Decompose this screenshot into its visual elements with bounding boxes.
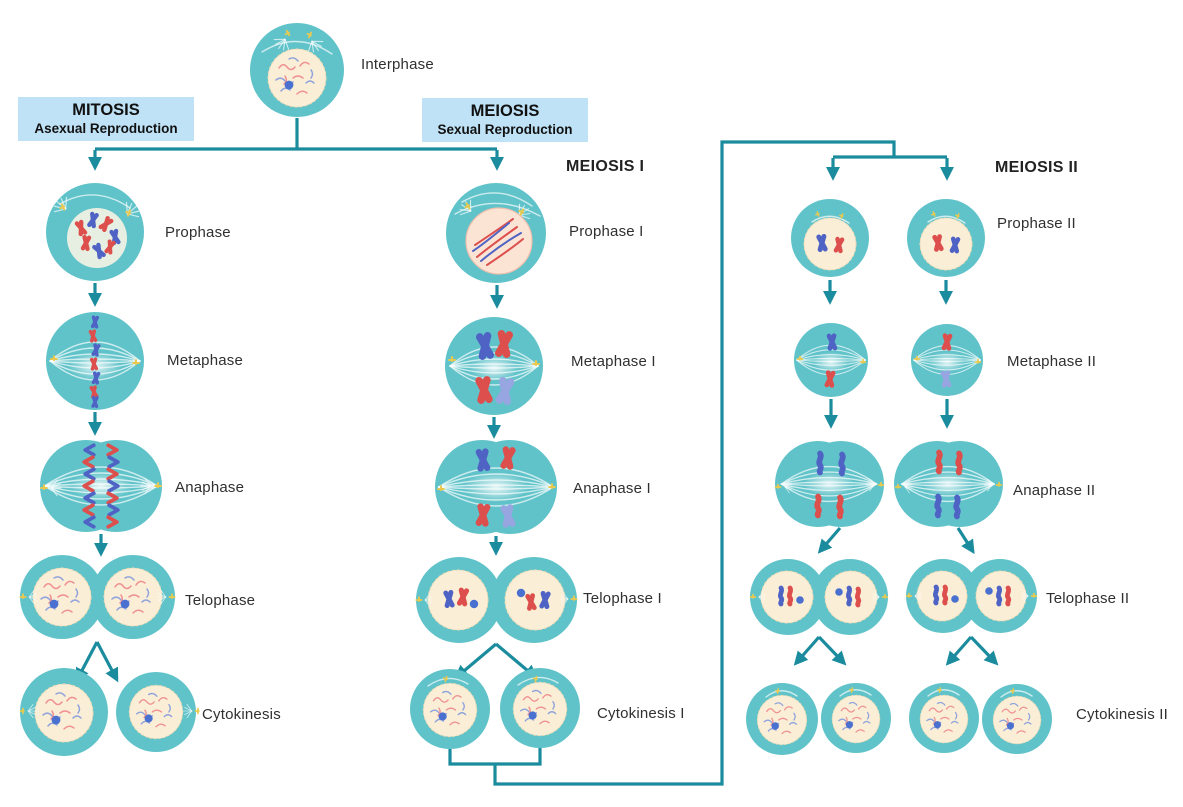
label-mitosis-telophase: Telophase bbox=[185, 592, 256, 609]
mitosis-subtitle: Asexual Reproduction bbox=[34, 120, 178, 136]
meiosis1-section-title: MEIOSIS I bbox=[566, 158, 645, 175]
meiosis1-metaphase-cell bbox=[445, 317, 543, 415]
meiosis1-cytokinesis-cells bbox=[410, 668, 580, 749]
meiosis2-telophase-cells bbox=[749, 559, 1038, 635]
label-meiosis2-anaphase: Anaphase II bbox=[1013, 482, 1096, 499]
cytokinesis1-to-meiosis2-connector bbox=[448, 140, 955, 786]
meiosis2-anaphase-cells bbox=[774, 441, 1003, 527]
mitosis-header: MITOSIS Asexual Reproduction bbox=[18, 97, 194, 141]
interphase-cell bbox=[250, 23, 344, 117]
meiosis-header: MEIOSIS Sexual Reproduction bbox=[422, 98, 588, 142]
mitosis-cytokinesis-cells bbox=[19, 668, 200, 756]
label-meiosis1-cytokinesis: Cytokinesis I bbox=[597, 705, 685, 722]
label-meiosis2-telophase: Telophase II bbox=[1046, 590, 1130, 607]
mitosis-anaphase-cell bbox=[40, 440, 162, 532]
label-meiosis2-cytokinesis: Cytokinesis II bbox=[1076, 706, 1168, 723]
meiosis2-prophase-cells bbox=[791, 199, 985, 277]
meiosis2-section-title: MEIOSIS II bbox=[995, 159, 1079, 176]
mitosis-prophase-cell bbox=[46, 183, 144, 281]
label-mitosis-metaphase: Metaphase bbox=[167, 352, 244, 369]
label-mitosis-prophase: Prophase bbox=[165, 224, 231, 241]
meiosis2-metaphase-cells bbox=[794, 323, 983, 397]
label-meiosis2-prophase: Prophase II bbox=[997, 215, 1076, 232]
label-meiosis1-metaphase: Metaphase I bbox=[571, 353, 656, 370]
label-meiosis1-telophase: Telophase I bbox=[583, 590, 662, 607]
mitosis-telophase-cell bbox=[19, 555, 176, 639]
mitosis-title: MITOSIS bbox=[72, 101, 140, 119]
meiosis2-cytokinesis-cells bbox=[746, 683, 1052, 755]
meiosis1-telophase-cell bbox=[415, 557, 578, 643]
meiosis-title: MEIOSIS bbox=[470, 102, 540, 120]
label-mitosis-anaphase: Anaphase bbox=[175, 479, 245, 496]
label-meiosis1-anaphase: Anaphase I bbox=[573, 480, 651, 497]
label-meiosis1-prophase: Prophase I bbox=[569, 223, 644, 240]
meiosis-subtitle: Sexual Reproduction bbox=[437, 121, 573, 137]
label-meiosis2-metaphase: Metaphase II bbox=[1007, 353, 1097, 370]
meiosis1-prophase-cell bbox=[446, 183, 546, 283]
label-mitosis-cytokinesis: Cytokinesis bbox=[202, 706, 281, 723]
mitosis-metaphase-cell bbox=[46, 312, 144, 410]
meiosis1-anaphase-cell bbox=[435, 440, 557, 534]
interphase-label: Interphase bbox=[361, 56, 434, 73]
